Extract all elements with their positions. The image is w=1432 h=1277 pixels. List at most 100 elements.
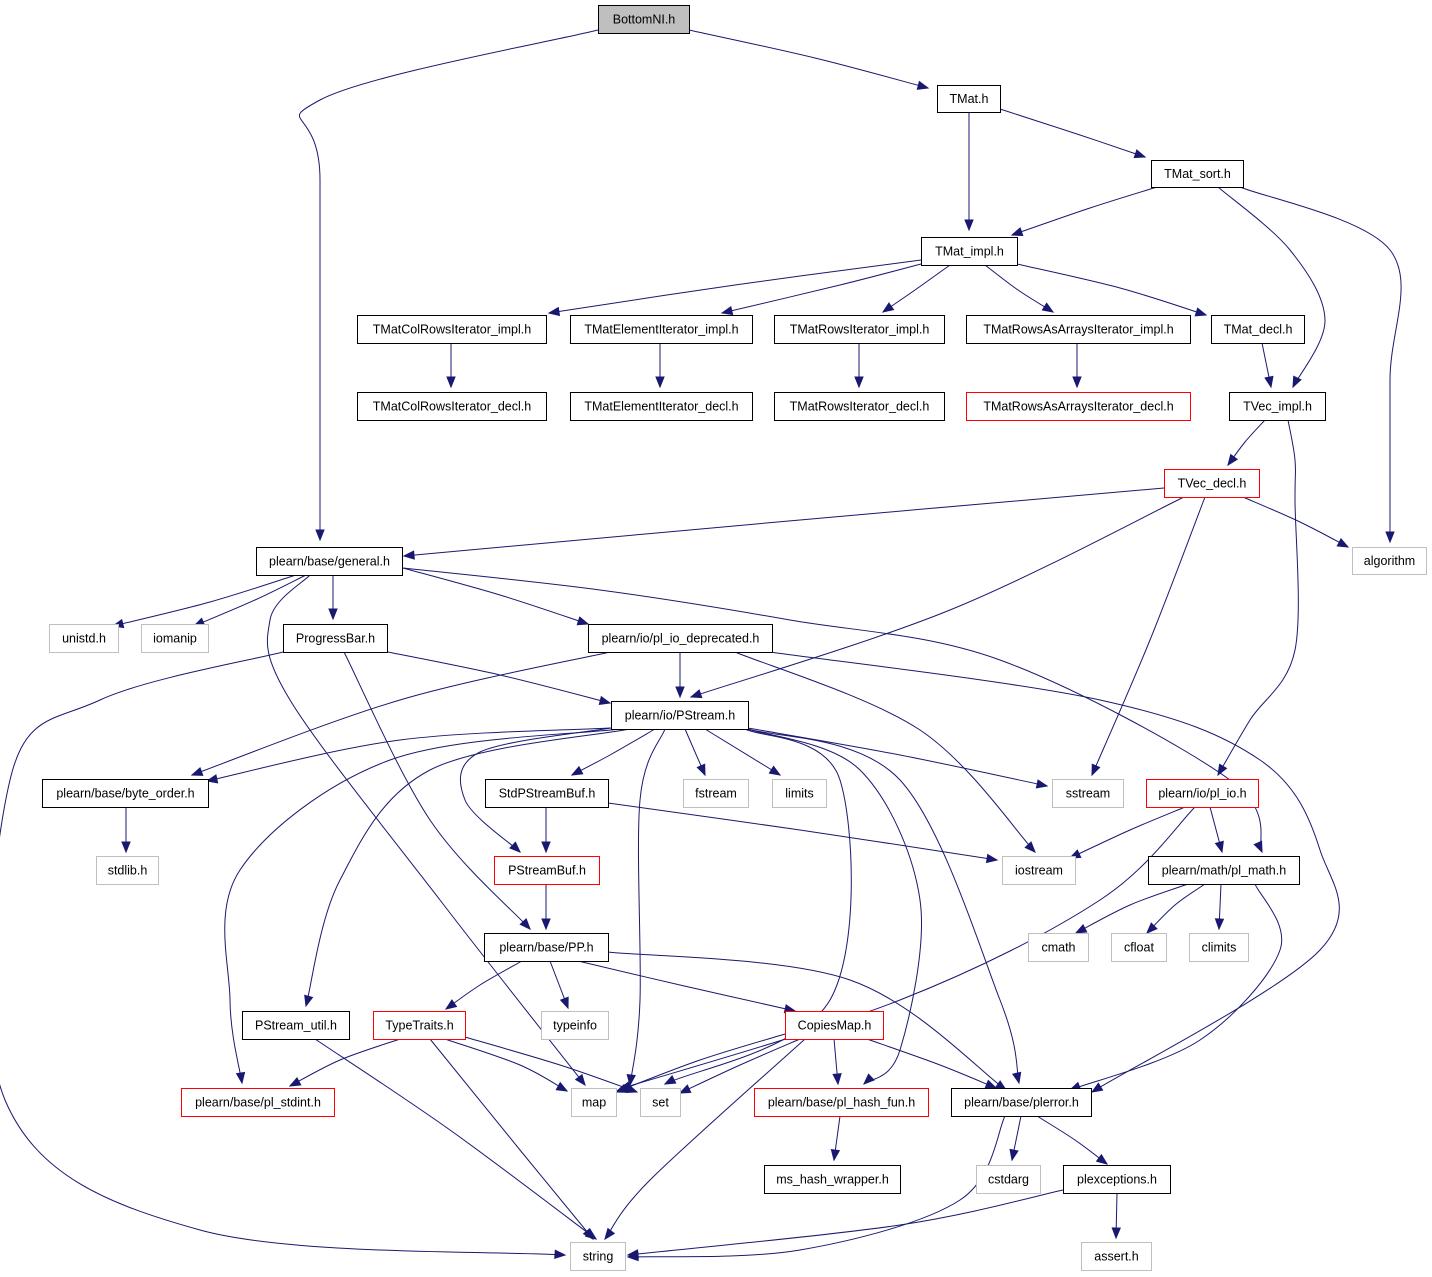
edge-arrowhead (1009, 1148, 1019, 1162)
node-pstreambuf[interactable]: PStreamBuf.h (494, 856, 600, 885)
edge-arrowhead (1090, 1082, 1104, 1093)
node-box (774, 392, 945, 421)
edge-line (688, 29, 929, 89)
node-label: plearn/base/PP.h (499, 941, 593, 955)
node-tmat_decl[interactable]: TMat_decl.h (1211, 315, 1305, 344)
node-fstream: fstream (683, 779, 749, 808)
node-box (485, 779, 609, 808)
node-stdlib: stdlib.h (96, 856, 159, 885)
node-box (598, 5, 690, 34)
node-box (570, 315, 753, 344)
node-colrows_decl[interactable]: TMatColRowsIterator_decl.h (357, 392, 547, 421)
node-box (937, 85, 1001, 113)
node-typetraits[interactable]: TypeTraits.h (373, 1011, 466, 1040)
edge-pstream-to-map (626, 728, 666, 1087)
node-sstream: sstream (1052, 779, 1124, 808)
node-ms_hash[interactable]: ms_hash_wrapper.h (764, 1165, 901, 1194)
edge-plexceptions-to-assert (1111, 1192, 1121, 1240)
edge-line (387, 651, 611, 704)
node-tvec_decl[interactable]: TVec_decl.h (1164, 469, 1260, 498)
edge-pl_io_dep-to-iostream (734, 651, 1036, 853)
node-label: TMatRowsAsArraysIterator_impl.h (983, 323, 1173, 337)
edge-pstream-to-pstreambuf (460, 727, 612, 853)
node-label: TMatColRowsIterator_decl.h (373, 400, 531, 414)
edge-pstream-to-byte_order (205, 727, 612, 784)
edge-arrowhead (555, 1081, 569, 1092)
node-progressbar[interactable]: ProgressBar.h (283, 624, 388, 653)
edge-general-to-map (266, 574, 586, 1087)
node-elem_decl[interactable]: TMatElementIterator_decl.h (570, 392, 753, 421)
edge-line (266, 574, 586, 1086)
edge-pstream_util-to-string (314, 1038, 598, 1240)
edge-general-to-unistd (111, 574, 297, 629)
node-byte_order[interactable]: plearn/base/byte_order.h (42, 779, 209, 808)
edge-line (402, 567, 1263, 853)
node-iomanip: iomanip (141, 624, 209, 653)
edge-line (298, 29, 599, 540)
edge-arrowhead (604, 1227, 616, 1241)
edge-line (1217, 419, 1299, 776)
node-pstream_util[interactable]: PStream_util.h (242, 1011, 350, 1040)
node-box (1002, 856, 1076, 885)
node-plexceptions[interactable]: plexceptions.h (1063, 1165, 1171, 1194)
edge-tmat_impl-to-rows_impl (881, 264, 951, 313)
node-pl_io_dep[interactable]: plearn/io/pl_io_deprecated.h (588, 624, 773, 653)
node-colrows_impl[interactable]: TMatColRowsIterator_impl.h (357, 315, 547, 344)
edge-tvec_impl-to-pl_io (1217, 419, 1299, 777)
node-box (570, 392, 753, 421)
node-pp[interactable]: plearn/base/PP.h (484, 933, 609, 962)
node-rows_decl[interactable]: TMatRowsIterator_decl.h (774, 392, 945, 421)
node-label: climits (1202, 941, 1237, 955)
node-box (1229, 392, 1326, 421)
node-label: BottomNI.h (613, 13, 676, 27)
edge-line (1069, 806, 1186, 859)
edge-line (548, 259, 922, 314)
node-stdpstreambuf[interactable]: StdPStreamBuf.h (485, 779, 609, 808)
node-assert: assert.h (1081, 1242, 1152, 1271)
edge-pl_math-to-plerror (1068, 883, 1283, 1091)
edge-arrowhead (547, 306, 561, 317)
edge-line (577, 960, 796, 1012)
node-pstream[interactable]: plearn/io/PStream.h (611, 701, 749, 730)
edge-arrowhead (881, 302, 895, 313)
edge-arrowhead (1072, 376, 1082, 389)
edge-arrowhead (768, 765, 782, 776)
edge-line (690, 496, 1185, 698)
edge-arrowhead (574, 1073, 586, 1087)
edge-line (403, 487, 1165, 557)
edge-elem_impl-to-elem_decl (655, 343, 665, 389)
edge-pstream-to-limits (704, 728, 782, 776)
node-rows_impl[interactable]: TMatRowsIterator_impl.h (774, 315, 945, 344)
node-pl_math[interactable]: plearn/math/pl_math.h (1148, 856, 1300, 885)
node-pl_stdint[interactable]: plearn/base/pl_stdint.h (181, 1088, 335, 1117)
edge-arrowhead (985, 853, 999, 864)
node-elem_impl[interactable]: TMatElementIterator_impl.h (570, 315, 753, 344)
node-pl_hash_fun[interactable]: plearn/base/pl_hash_fun.h (754, 1088, 929, 1117)
node-general[interactable]: plearn/base/general.h (256, 547, 403, 576)
node-box (640, 1088, 681, 1117)
node-label: CopiesMap.h (798, 1019, 872, 1033)
node-label: cfloat (1124, 941, 1154, 955)
node-tmat_impl[interactable]: TMat_impl.h (921, 237, 1018, 266)
edge-tvec_decl-to-sstream (1091, 496, 1206, 777)
node-tmat[interactable]: TMat.h (937, 85, 1001, 113)
edge-arrowhead (570, 765, 584, 776)
node-label: TMatColRowsIterator_impl.h (373, 323, 531, 337)
node-tmat_sort[interactable]: TMat_sort.h (1151, 160, 1244, 188)
edge-tvec_decl-to-general (402, 487, 1165, 560)
edge-progressbar-to-string (0, 651, 567, 1260)
node-pl_io[interactable]: plearn/io/pl_io.h (1146, 779, 1259, 808)
edge-arrowhead (1024, 841, 1036, 853)
node-tvec_impl[interactable]: TVec_impl.h (1229, 392, 1326, 421)
node-rowsarr_impl[interactable]: TMatRowsAsArraysIterator_impl.h (966, 315, 1191, 344)
edge-arrowhead (984, 1079, 998, 1089)
node-copiesmap[interactable]: CopiesMap.h (785, 1011, 884, 1040)
edge-pl_io_dep-to-pstream (675, 652, 685, 699)
edge-line (464, 1036, 638, 1093)
node-box (283, 624, 388, 653)
node-plerror[interactable]: plearn/base/plerror.h (951, 1088, 1092, 1117)
node-box (96, 856, 159, 885)
node-rowsarr_decl[interactable]: TMatRowsAsArraysIterator_decl.h (966, 392, 1191, 421)
edge-arrowhead (444, 999, 458, 1010)
edge-arrowhead (541, 918, 551, 931)
